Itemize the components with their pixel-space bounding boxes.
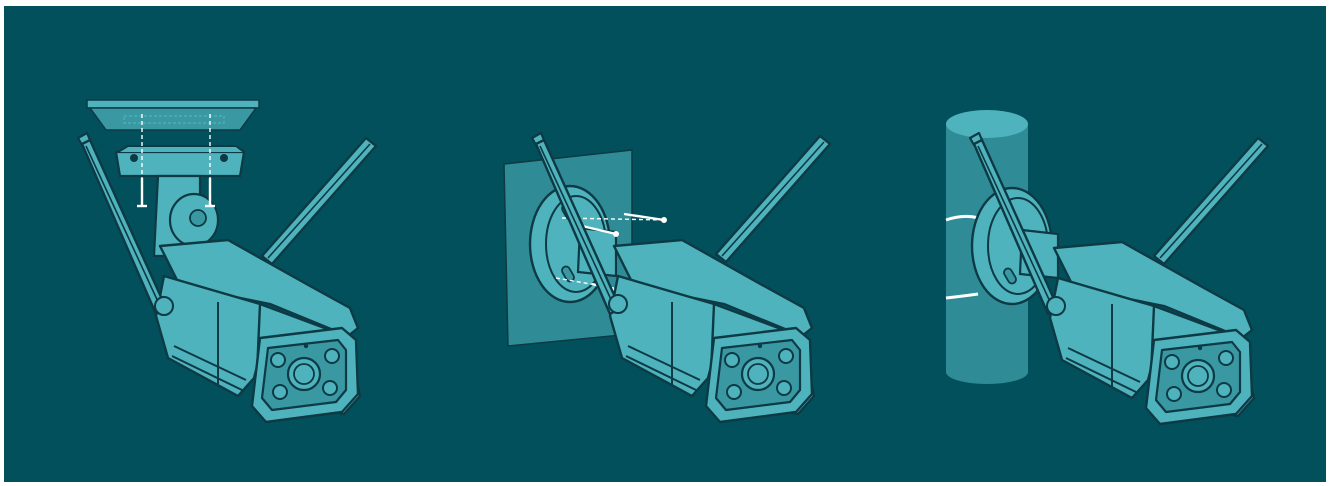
camera-mounting-illustration — [4, 6, 1326, 482]
illustration-panel — [4, 6, 1326, 482]
ceiling-plate-underside — [90, 108, 256, 130]
ceiling-plate — [87, 100, 259, 108]
pole-top — [946, 110, 1028, 138]
